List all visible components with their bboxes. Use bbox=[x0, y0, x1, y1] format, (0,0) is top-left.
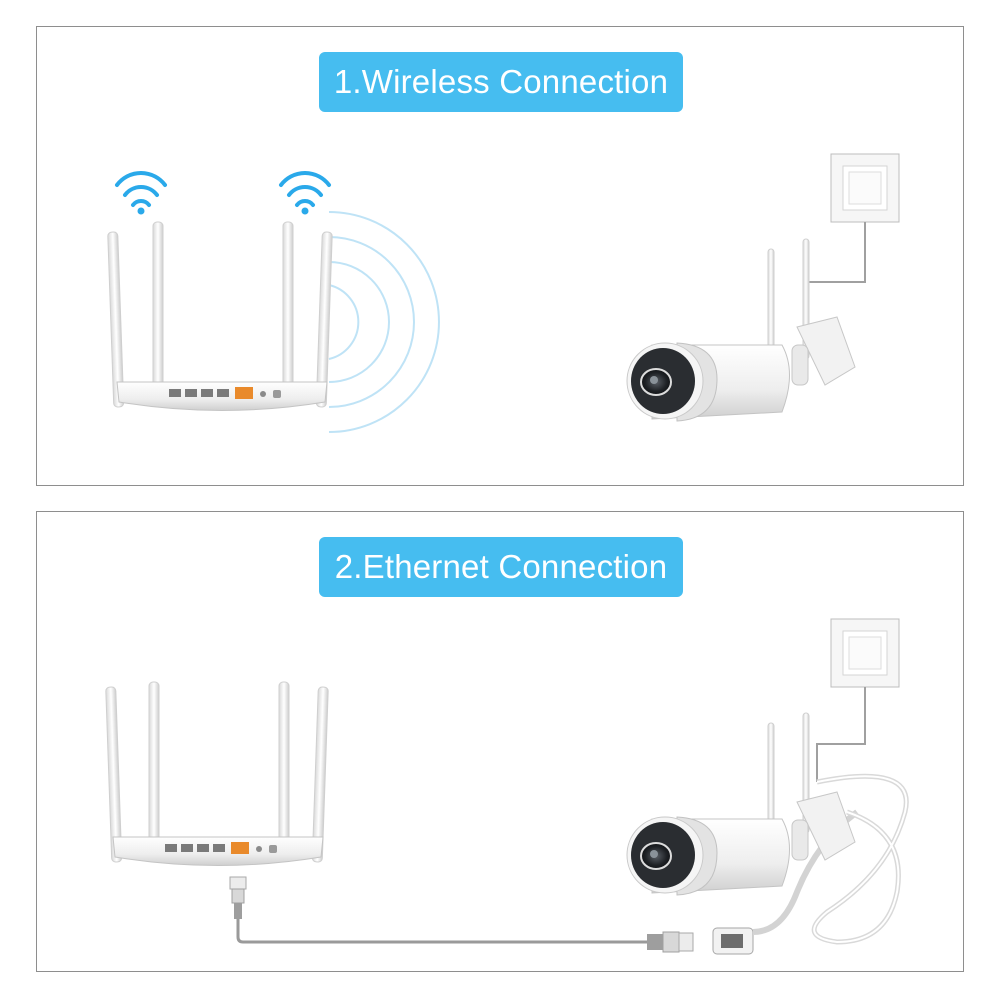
wifi-signal-icon bbox=[115, 171, 167, 215]
bullet-camera-icon bbox=[626, 238, 856, 422]
ethernet-connection-title: 2.Ethernet Connection bbox=[319, 537, 683, 597]
ethernet-cable-icon bbox=[229, 809, 859, 955]
ethernet-illustration bbox=[105, 618, 909, 955]
ethernet-connection-panel: 2.Ethernet Connection bbox=[36, 511, 964, 972]
bullet-camera-icon bbox=[626, 712, 856, 896]
wireless-connection-panel: 1.Wireless Connection bbox=[36, 26, 964, 486]
wifi-router-icon bbox=[105, 681, 329, 866]
wall-socket-icon bbox=[806, 153, 900, 337]
wifi-router-icon bbox=[107, 221, 333, 411]
wifi-signal-icon bbox=[279, 171, 331, 215]
wireless-wave-icon bbox=[328, 211, 440, 433]
wireless-illustration bbox=[107, 153, 900, 433]
wall-socket-icon bbox=[811, 618, 909, 945]
wireless-connection-title: 1.Wireless Connection bbox=[319, 52, 683, 112]
